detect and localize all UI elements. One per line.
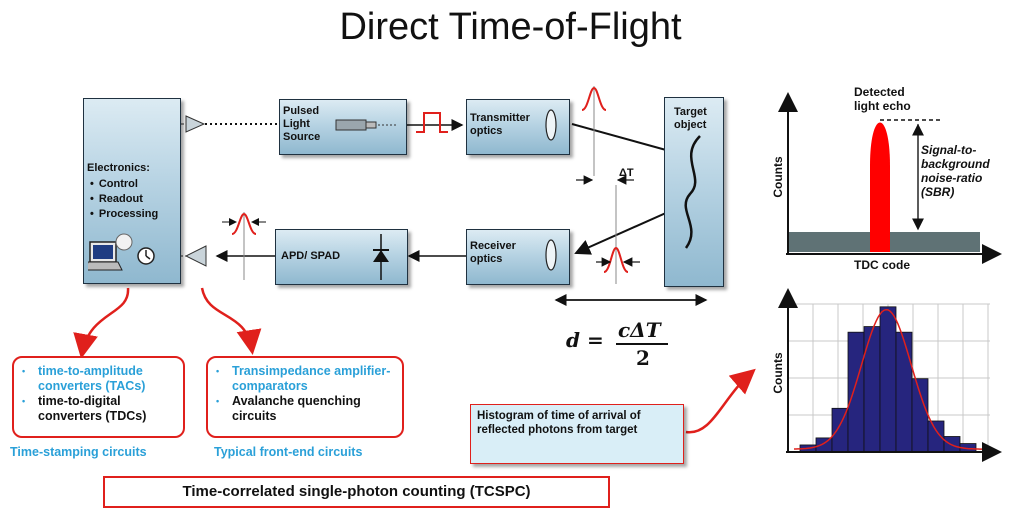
photodiode-icon	[373, 234, 389, 280]
histogram-y-label: Counts	[771, 352, 785, 394]
time-stamping-caption: Time-stamping circuits	[10, 445, 147, 459]
outgoing-pulse-icon	[581, 86, 607, 111]
tcspc-banner: Time-correlated single-photon counting (…	[103, 476, 610, 508]
transimpedance-item: Transimpedance amplifier- comparators	[214, 364, 402, 394]
return-pulse-icon	[603, 246, 629, 273]
echo-y-label: Counts	[771, 156, 785, 198]
formula-lhs: d =	[566, 328, 604, 352]
histogram-bar	[847, 331, 865, 453]
computer-clock-icon	[88, 233, 155, 271]
electronics-heading: Electronics:	[87, 162, 150, 174]
tac-item: time-to-amplitude converters (TACs)	[20, 364, 183, 394]
histogram-bar	[911, 378, 929, 453]
electronics-list: Control Readout Processing	[90, 177, 158, 222]
target-object-block	[664, 97, 724, 287]
input-amplifier-icon	[184, 245, 207, 267]
electronics-pulse-icon	[231, 212, 257, 235]
formula-denominator: 2	[636, 346, 650, 370]
fraction-bar	[616, 343, 668, 345]
tdc-item: time-to-digital converters (TDCs)	[20, 394, 183, 424]
page-title: Direct Time-of-Flight	[339, 6, 682, 48]
detected-echo-label: Detected light echo	[854, 85, 911, 113]
front-end-box: Transimpedance amplifier- comparators Av…	[206, 356, 404, 438]
detected-echo-peak	[870, 122, 890, 252]
sbr-label: Signal-to- background noise-ratio (SBR)	[921, 143, 990, 199]
receiver-label: Receiver optics	[470, 240, 516, 265]
delta-t-label: ΔT	[619, 167, 634, 179]
target-label: Target object	[674, 106, 707, 131]
driver-amplifier-icon	[185, 115, 206, 133]
transmitter-lens-icon	[545, 109, 557, 141]
apd-spad-block	[275, 229, 408, 285]
electronics-item: Processing	[90, 207, 158, 222]
histogram-bar	[863, 326, 881, 453]
formula-numerator: cΔT	[618, 318, 661, 342]
target-surface-icon	[684, 135, 701, 249]
front-end-caption: Typical front-end circuits	[214, 445, 363, 459]
tac-pointer-arrow	[73, 287, 130, 359]
transmitter-label: Transmitter optics	[470, 112, 530, 137]
echo-plot	[778, 92, 1002, 264]
echo-x-label: TDC code	[854, 258, 911, 272]
electronics-item: Control	[90, 177, 158, 192]
gaussian-fit-curve	[794, 308, 982, 450]
histogram-pointer-arrow	[685, 368, 756, 434]
time-stamping-box: time-to-amplitude converters (TACs) time…	[12, 356, 185, 438]
square-pulse-icon	[416, 112, 448, 133]
apd-label: APD/ SPAD	[281, 250, 341, 262]
electronics-item: Readout	[90, 192, 158, 207]
histogram-chart	[778, 288, 1002, 462]
laser-icon	[335, 119, 396, 131]
histogram-note: Histogram of time of arrival of reflecte…	[470, 404, 684, 464]
histogram-bar	[895, 331, 913, 453]
frontend-pointer-arrow	[200, 287, 262, 355]
histogram-bar	[879, 306, 897, 453]
quenching-item: Avalanche quenching circuits	[214, 394, 402, 424]
pulsed-source-label: Pulsed Light Source	[283, 105, 321, 143]
receiver-lens-icon	[545, 239, 557, 271]
histogram-bars	[799, 306, 977, 453]
